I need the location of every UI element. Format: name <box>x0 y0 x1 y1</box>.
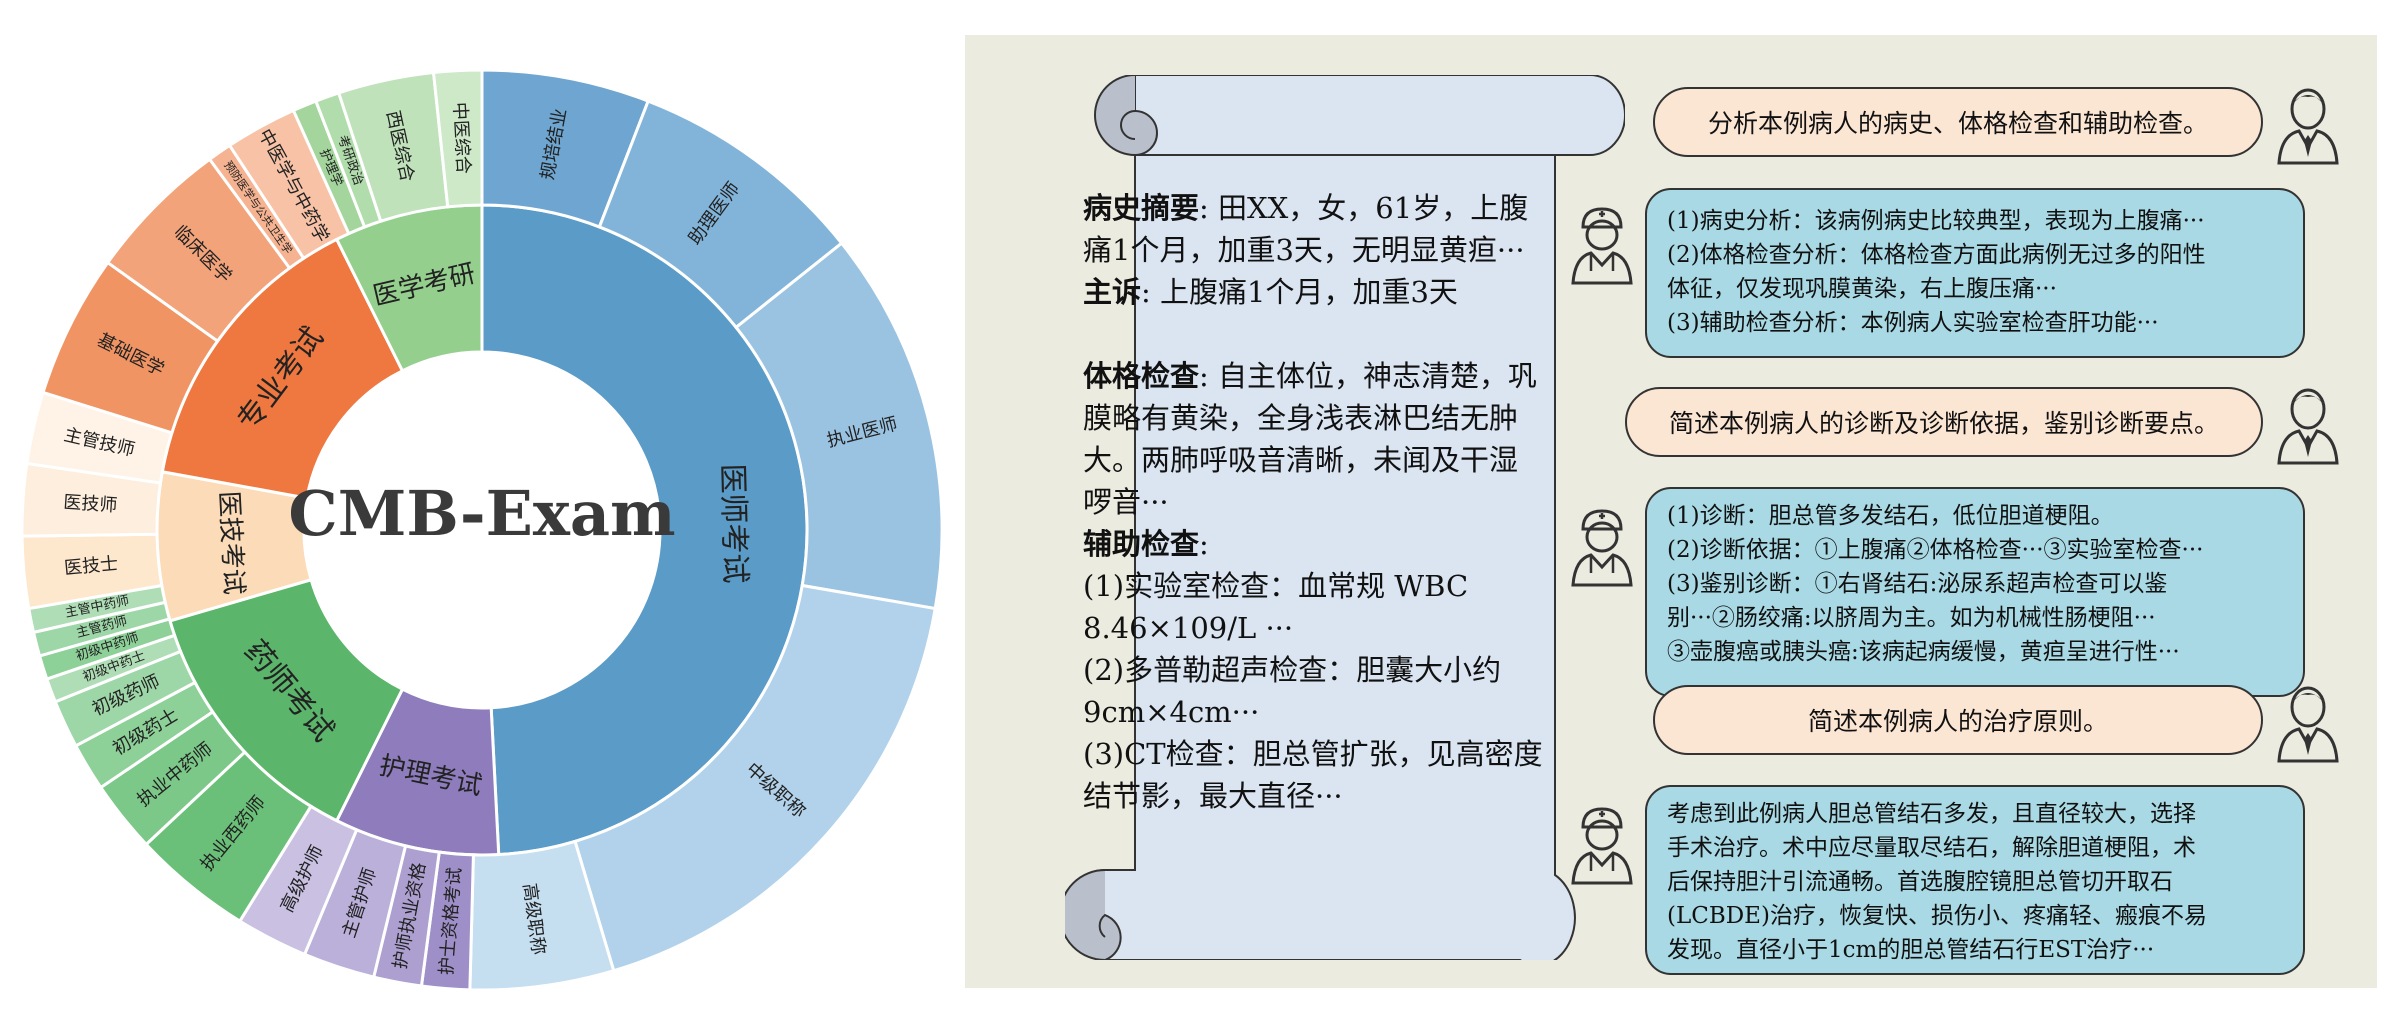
inner-label: 医师考试 <box>714 463 752 584</box>
question-bubble-2: 简述本例病人的诊断及诊断依据，鉴别诊断要点。 <box>1625 387 2263 457</box>
answer-2-line-3: (3)鉴别诊断：①右肾结石:泌尿系超声检查可以鉴 <box>1667 571 2168 597</box>
history-text: : 田XX，女，61岁，上腹痛1个月，加重3天，无明显黄疸··· <box>1083 191 1529 267</box>
complaint-section: 主诉: 上腹痛1个月，加重3天 <box>1083 271 1543 313</box>
aux-item-1: (1)实验室检查：血常规 WBC 8.46×109/L ··· <box>1083 569 1469 645</box>
aux-title: 辅助检查 <box>1083 527 1200 561</box>
answer-bubble-1: (1)病史分析：该病例病史比较典型，表现为上腹痛··· (2)体格检查分析：体格… <box>1645 188 2305 358</box>
question-text-1: 分析本例病人的病史、体格检查和辅助检查。 <box>1707 109 2208 138</box>
answer-bubble-2: (1)诊断：胆总管多发结石，低位胆道梗阻。 (2)诊断依据：①上腹痛②体格检查·… <box>1645 487 2305 697</box>
answer-bubble-3: 考虑到此例病人胆总管结石多发，且直径较大，选择 手术治疗。术中应尽量取尽结石，解… <box>1645 785 2305 975</box>
outer-segment <box>431 68 484 209</box>
answer-3-line-1: 考虑到此例病人胆总管结石多发，且直径较大，选择 <box>1667 801 2196 827</box>
answer-1-line-1: (1)病史分析：该病例病史比较典型，表现为上腹痛··· <box>1667 208 2205 234</box>
aux-item-3: (3)CT检查：胆总管扩张，见高密度结节影，最大直径··· <box>1083 737 1543 813</box>
center-title: CMB-Exam <box>288 477 675 550</box>
question-text-2: 简述本例病人的诊断及诊断依据，鉴别诊断要点。 <box>1668 409 2219 438</box>
history-section: 病史摘要: 田XX，女，61岁，上腹痛1个月，加重3天，无明显黄疸··· <box>1083 187 1543 271</box>
answer-3-line-3: 后保持胆汁引流通畅。首选腹腔镜胆总管切开取石 <box>1667 869 2173 895</box>
doctor-icon <box>1571 207 1633 285</box>
answer-2-line-2: (2)诊断依据：①上腹痛②体格检查···③实验室检查··· <box>1667 537 2204 563</box>
outer-label: 中医综合 <box>449 102 474 175</box>
answer-1-line-2: (2)体格检查分析：体格检查方面此病例无过多的阳性 <box>1667 242 2206 268</box>
complaint-text: : 上腹痛1个月，加重3天 <box>1141 275 1458 309</box>
doctor-icon <box>1571 807 1633 885</box>
aux-section: 辅助检查: <box>1083 523 1543 565</box>
sunburst-chart: 医师考试护理考试药师考试医技考试专业考试医学考研规培结业助理医师执业医师中级职称… <box>20 68 944 992</box>
aux-text: : <box>1199 527 1209 561</box>
answer-1-line-3: 体征，仅发现巩膜黄染，右上腹压痛··· <box>1667 276 2057 302</box>
sunburst-segments <box>20 68 944 992</box>
answer-3-line-2: 手术治疗。术中应尽量取尽结石，解除胆道梗阻，术 <box>1667 835 2196 861</box>
outer-label: 医技士 <box>63 553 119 579</box>
question-text-3: 简述本例病人的治疗原则。 <box>1807 707 2108 736</box>
answer-2-line-4: 别···②肠绞痛:以脐周为主。如为机械性肠梗阻··· <box>1667 605 2156 631</box>
student-icon <box>2277 88 2339 165</box>
case-panel: 病史摘要: 田XX，女，61岁，上腹痛1个月，加重3天，无明显黄疸··· 主诉:… <box>965 35 2377 988</box>
exam-text: : 自主体位，神志清楚，巩膜略有黄染，全身浅表淋巴结无肿大。两肺呼吸音清晰，未闻… <box>1083 359 1538 519</box>
exam-section: 体格检查: 自主体位，神志清楚，巩膜略有黄染，全身浅表淋巴结无肿大。两肺呼吸音清… <box>1083 355 1543 523</box>
doctor-icon <box>1571 509 1633 587</box>
exam-title: 体格检查 <box>1083 359 1200 393</box>
answer-1-line-4: (3)辅助检查分析：本例病人实验室检查肝功能··· <box>1667 310 2159 336</box>
answer-3-line-5: 发现。直径小于1cm的胆总管结石行EST治疗··· <box>1667 937 2155 963</box>
student-icon <box>2277 388 2339 465</box>
history-title: 病史摘要 <box>1083 191 1200 225</box>
outer-label: 医技师 <box>63 492 118 517</box>
answer-2-line-5: ③壶腹癌或胰头癌:该病起病缓慢，黄疸呈进行性··· <box>1667 639 2180 665</box>
question-bubble-1: 分析本例病人的病史、体格检查和辅助检查。 <box>1653 87 2263 157</box>
inner-label: 医技考试 <box>213 490 248 595</box>
question-bubble-3: 简述本例病人的治疗原则。 <box>1653 685 2263 755</box>
answer-2-line-1: (1)诊断：胆总管多发结石，低位胆道梗阻。 <box>1667 503 2114 529</box>
answer-3-line-4: (LCBDE)治疗，恢复快、损伤小、疼痛轻、瘢痕不易 <box>1667 903 2207 929</box>
aux-item-2: (2)多普勒超声检查：胆囊大小约9cm×4cm··· <box>1083 653 1502 729</box>
case-text: 病史摘要: 田XX，女，61岁，上腹痛1个月，加重3天，无明显黄疸··· 主诉:… <box>1083 187 1543 817</box>
outer-segment <box>573 583 937 973</box>
student-icon <box>2277 686 2339 763</box>
scroll-background <box>1065 75 1625 960</box>
complaint-title: 主诉 <box>1083 275 1142 309</box>
